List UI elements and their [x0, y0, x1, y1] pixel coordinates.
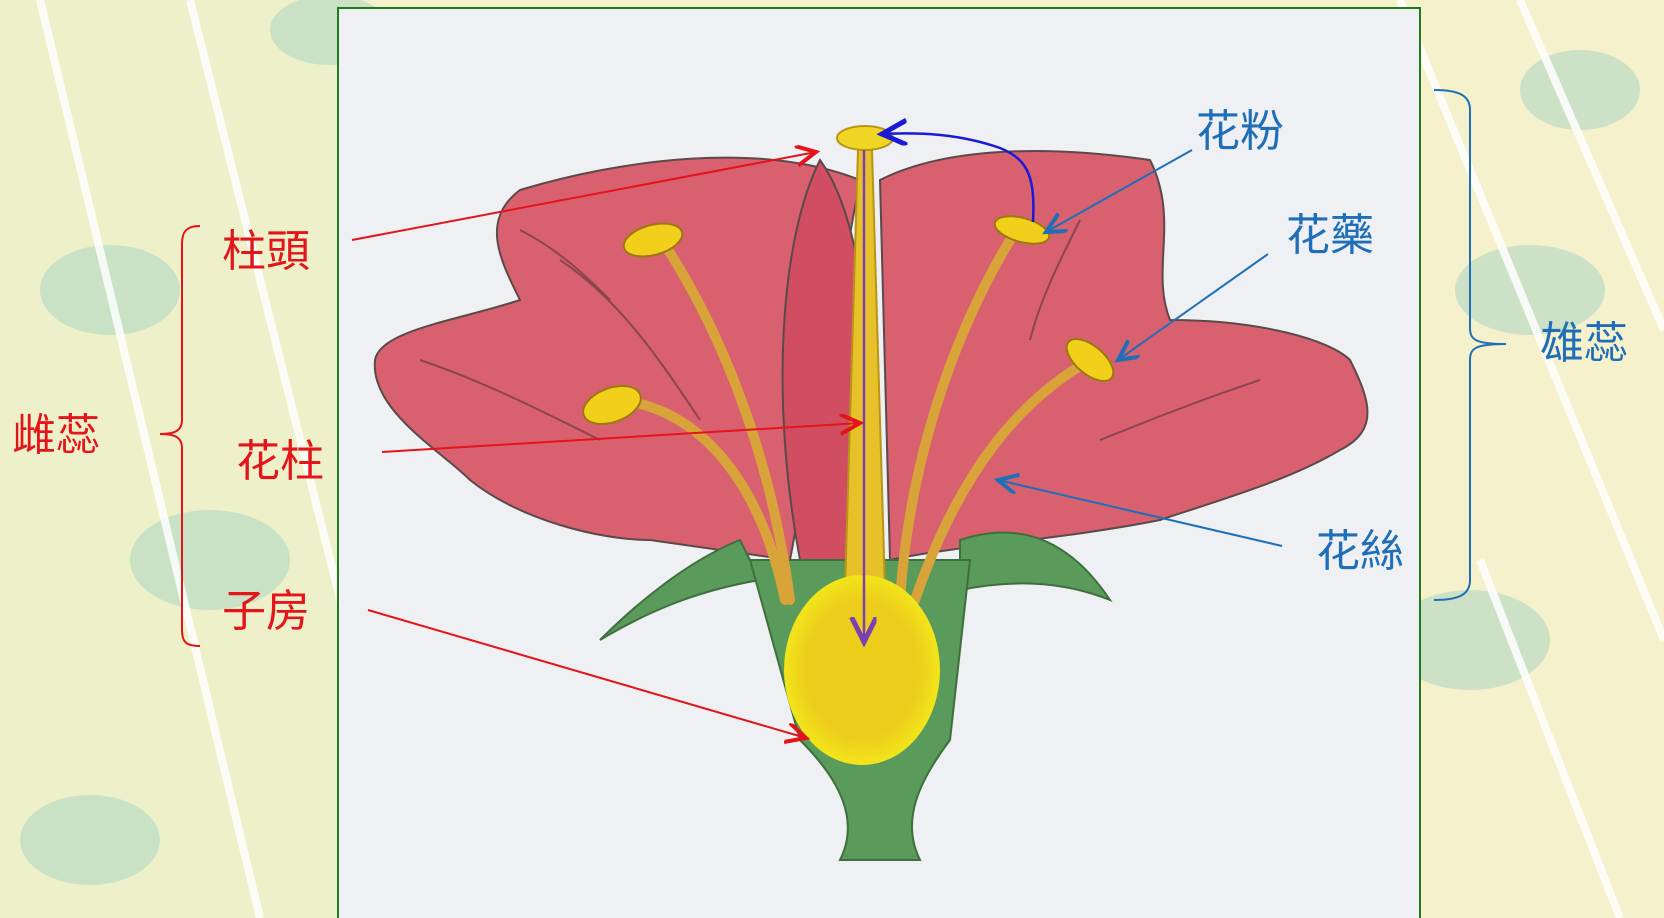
anther-label: 花藥	[1286, 214, 1374, 258]
pollen-label: 花粉	[1196, 110, 1284, 154]
stamen-group-label: 雄蕊	[1540, 322, 1628, 366]
pistil-group-label: 雌蕊	[12, 414, 100, 458]
style-label: 花柱	[236, 440, 324, 484]
ovary-shape	[784, 575, 940, 765]
filament-label: 花絲	[1316, 530, 1404, 574]
stigma-label: 柱頭	[222, 230, 310, 274]
ovary-label: 子房	[222, 590, 310, 634]
